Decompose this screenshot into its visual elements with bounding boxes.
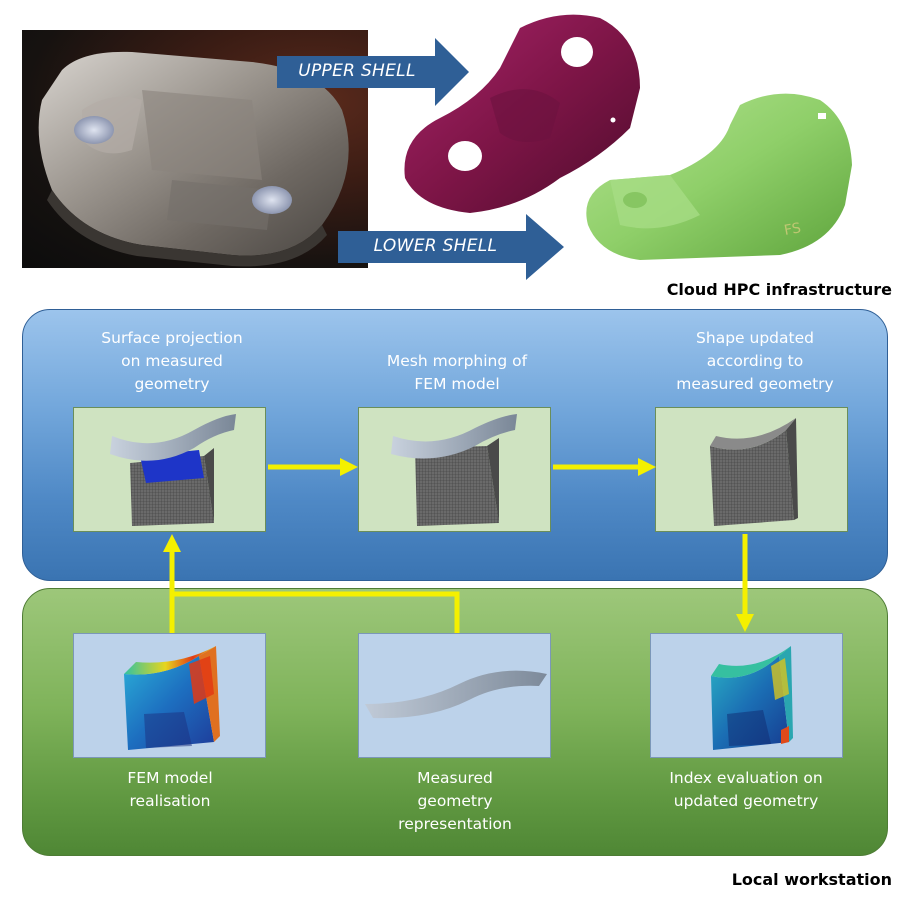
cloud-hpc-label: Cloud HPC infrastructure: [666, 280, 892, 299]
label-line: Mesh morphing of: [386, 352, 528, 370]
label-line: Surface projection: [101, 329, 243, 347]
surface-projection-card: [73, 407, 266, 532]
label-line: Measured: [417, 769, 493, 787]
local-workstation-label: Local workstation: [731, 870, 892, 889]
lower-shell-render: FS: [580, 85, 862, 265]
upper-shell-label: UPPER SHELL: [298, 61, 416, 81]
label-line: FEM model: [127, 769, 213, 787]
arrowhead-3: [736, 614, 754, 632]
arrowhead-4: [163, 534, 181, 552]
arrowhead-1: [340, 458, 358, 476]
measured-geometry-figure: [365, 670, 547, 719]
label-line: measured geometry: [676, 375, 834, 393]
label-line: FEM model: [414, 375, 500, 393]
upper-shell-arrow: UPPER SHELL: [277, 38, 469, 106]
index-evaluation-card: [650, 633, 843, 758]
mesh-morphing-card: [358, 407, 551, 532]
mesh-morphing-figure: [391, 414, 517, 526]
label-line: realisation: [129, 792, 211, 810]
measured-geometry-card: [358, 633, 551, 758]
fem-realisation-label: FEM model realisation: [70, 767, 270, 813]
shape-updated-card: [655, 407, 848, 532]
label-line: Index evaluation on: [669, 769, 823, 787]
surface-projection-figure: [110, 414, 236, 526]
arrow-measured-to-join: [172, 591, 460, 633]
label-line: representation: [398, 815, 512, 833]
label-line: geometry: [134, 375, 210, 393]
upper-shell-render: [400, 8, 658, 222]
measured-geometry-label: Measured geometry representation: [355, 767, 555, 836]
fem-realisation-figure: [124, 646, 220, 750]
label-line: geometry: [417, 792, 493, 810]
shape-updated-label: Shape updated according to measured geom…: [650, 327, 860, 396]
watermark-text: FS: [783, 220, 802, 239]
fem-realisation-card: [73, 633, 266, 758]
index-evaluation-figure: [711, 646, 793, 750]
lower-shell-arrow: LOWER SHELL: [338, 214, 564, 280]
label-line: Shape updated: [696, 329, 814, 347]
surface-projection-label: Surface projection on measured geometry: [72, 327, 272, 396]
label-line: according to: [706, 352, 804, 370]
arrowhead-2: [638, 458, 656, 476]
label-line: updated geometry: [673, 792, 819, 810]
mesh-morphing-label: Mesh morphing of FEM model: [352, 350, 562, 396]
shape-updated-figure: [710, 418, 798, 526]
index-evaluation-label: Index evaluation on updated geometry: [630, 767, 862, 813]
fuel-tank-render: [38, 51, 349, 267]
label-line: on measured: [121, 352, 223, 370]
lower-shell-label: LOWER SHELL: [373, 236, 498, 256]
